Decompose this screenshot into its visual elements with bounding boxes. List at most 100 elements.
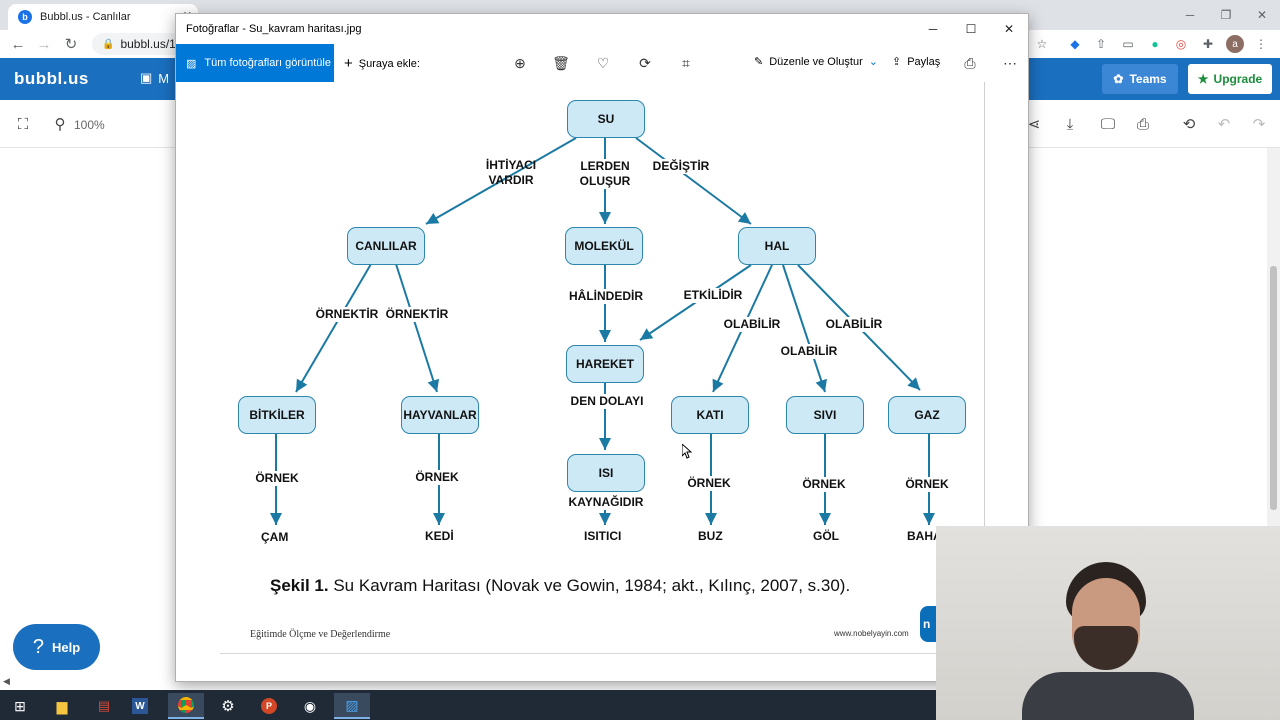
leaf-kedi: KEDİ	[425, 529, 454, 543]
view-all-photos-button[interactable]: ▨ Tüm fotoğrafları görüntüle	[176, 44, 334, 82]
tab-title: Bubbl.us - Canlılar	[40, 11, 131, 23]
windows-start-icon[interactable]: ⊞	[14, 697, 26, 714]
upgrade-label: Upgrade	[1213, 72, 1263, 86]
view-all-label: Tüm fotoğrafları görüntüle	[204, 57, 331, 69]
windows-taskbar: ⊞ ▆ ▤ W ⚙ P ◉ ▨	[0, 690, 936, 720]
present-icon[interactable]: 🖵	[1100, 115, 1116, 133]
settings-gear-icon[interactable]: ⚙	[221, 698, 235, 715]
help-button[interactable]: ? Help	[13, 624, 100, 670]
obs-icon[interactable]: ◉	[303, 697, 317, 714]
share-icon[interactable]: ⋖	[1027, 116, 1041, 133]
mouse-cursor-icon	[682, 444, 692, 459]
delete-icon[interactable]: 🗑	[552, 54, 570, 71]
back-arrow-icon[interactable]: ←	[10, 35, 26, 53]
bookmark-star-icon[interactable]: ☆	[1036, 37, 1048, 51]
extension-doc-icon[interactable]: ▭	[1122, 37, 1134, 51]
link-label-ihtiyaci-line1: İHTİYACI	[485, 158, 537, 172]
photos-share-icon: ⇪	[892, 56, 902, 68]
photos-titlebar: Fotoğraflar - Su_kavram haritası.jpg ─ ☐…	[176, 14, 1028, 44]
print-icon[interactable]: ⎙	[1136, 115, 1149, 133]
link-label-olabilir-3: OLABİLİR	[823, 317, 885, 332]
powerpoint-icon[interactable]: P	[251, 693, 287, 719]
link-label-etkilidir: ETKİLİDİR	[681, 288, 745, 303]
link-label-lerden-line2: OLUŞUR	[579, 174, 631, 188]
arrow-su-canlilar	[425, 137, 577, 225]
plus-icon: +	[344, 55, 353, 72]
teams-button[interactable]: ✿ Teams	[1102, 64, 1178, 94]
footer-divider	[220, 653, 940, 654]
leaf-bahar: BAHA	[907, 529, 942, 543]
browser-tab[interactable]: b Bubbl.us - Canlılar ✕	[8, 4, 198, 30]
webcam-overlay	[936, 526, 1280, 720]
link-label-ihtiyaci-line2: VARDIR	[488, 173, 534, 187]
link-label-degistir: DEĞİŞTİR	[646, 159, 716, 174]
photos-minimize-icon[interactable]: ─	[928, 22, 938, 36]
upgrade-button[interactable]: ★ Upgrade	[1188, 64, 1272, 94]
leaf-buz: BUZ	[698, 529, 723, 543]
add-to-button[interactable]: + Şuraya ekle:	[344, 55, 420, 72]
zoom-icon[interactable]: ⚲	[54, 116, 66, 133]
link-label-olabilir-2: OLABİLİR	[778, 344, 840, 359]
grammarly-icon[interactable]: ●	[1151, 37, 1159, 51]
word-icon[interactable]: W	[122, 693, 158, 719]
extension-share-icon[interactable]: ⇧	[1095, 37, 1107, 51]
forward-arrow-icon[interactable]: →	[36, 35, 52, 53]
close-window-icon[interactable]: ✕	[1256, 8, 1268, 22]
favorite-heart-icon[interactable]: ♡	[596, 54, 610, 71]
chrome-taskbar-icon[interactable]	[168, 693, 204, 719]
crop-icon[interactable]: ⌗	[682, 54, 690, 71]
page-scrollbar-thumb[interactable]	[1270, 266, 1277, 510]
redo-icon[interactable]: ↷	[1252, 116, 1266, 133]
node-sivi: SIVI	[786, 396, 864, 434]
figure-caption-label: Şekil 1.	[270, 576, 329, 595]
arrow-su-hal	[635, 137, 752, 225]
profile-avatar[interactable]: a	[1226, 35, 1244, 53]
fit-screen-icon[interactable]: ⛶	[17, 115, 29, 133]
link-label-halindedir: HÂLİNDEDİR	[566, 289, 646, 304]
contact-card-icon: ▣	[140, 70, 153, 85]
publisher-logo: n	[920, 606, 940, 642]
extension-red-icon[interactable]: ◎	[1175, 37, 1187, 51]
leaf-gol: GÖL	[813, 529, 839, 543]
minimize-icon[interactable]: ─	[1185, 8, 1195, 22]
photo-content: SU CANLILAR MOLEKÜL HAL HAREKET BİTKİLER…	[176, 82, 1028, 681]
help-label: Help	[51, 639, 81, 655]
book-footer-url: www.nobelyayin.com	[834, 629, 909, 638]
node-hal: HAL	[738, 227, 816, 265]
chevron-down-icon: ⌄	[868, 56, 878, 68]
teams-label: Teams	[1129, 72, 1167, 86]
teams-icon: ✿	[1113, 72, 1124, 86]
photos-taskbar-icon[interactable]: ▨	[334, 693, 370, 719]
figure-caption-text: Su Kavram Haritası (Novak ve Gowin, 1984…	[328, 576, 851, 595]
bubbl-menu-label: M	[158, 70, 170, 86]
edit-create-button[interactable]: ✎ Düzenle ve Oluştur ⌄	[754, 55, 878, 69]
node-hareket: HAREKET	[566, 345, 644, 383]
chrome-menu-icon[interactable]: ⋮	[1255, 37, 1267, 51]
rotate-icon[interactable]: ⟳	[639, 54, 651, 71]
link-label-ornek-3: ÖRNEK	[686, 476, 732, 491]
photos-close-icon[interactable]: ✕	[1003, 22, 1015, 36]
extension-cap-icon[interactable]: ◆	[1070, 37, 1080, 51]
edit-create-label: Düzenle ve Oluştur	[769, 55, 863, 68]
maximize-icon[interactable]: ❐	[1220, 8, 1232, 22]
edit-brush-icon: ✎	[754, 56, 764, 68]
bubbl-logo[interactable]: bubbl.us	[14, 69, 89, 88]
pdf-reader-icon[interactable]: ▤	[97, 698, 111, 713]
puzzle-icon[interactable]: ✚	[1202, 37, 1214, 51]
scroll-left-arrow-icon[interactable]: ◀	[3, 676, 10, 686]
file-explorer-icon[interactable]: ▆	[56, 697, 68, 714]
zoom-in-icon[interactable]: ⊕	[514, 54, 526, 71]
undo-icon[interactable]: ↶	[1217, 116, 1231, 133]
photos-maximize-icon[interactable]: ☐	[965, 22, 977, 36]
photos-print-icon[interactable]: ⎙	[964, 54, 976, 71]
photos-window: Fotoğraflar - Su_kavram haritası.jpg ─ ☐…	[175, 13, 1029, 682]
star-icon: ★	[1197, 72, 1209, 86]
reload-icon[interactable]: ↻	[64, 36, 78, 53]
history-icon[interactable]: ⟲	[1182, 116, 1196, 133]
photos-share-button[interactable]: ⇪ Paylaş	[892, 55, 940, 69]
more-options-icon[interactable]: ⋯	[1003, 54, 1017, 71]
photos-toolbar: ▨ Tüm fotoğrafları görüntüle + Şuraya ek…	[176, 44, 1028, 82]
arrow-hal-sivi	[782, 264, 827, 393]
download-icon[interactable]: ⤓	[1066, 115, 1074, 133]
bubbl-menu[interactable]: ▣ M	[140, 70, 169, 86]
